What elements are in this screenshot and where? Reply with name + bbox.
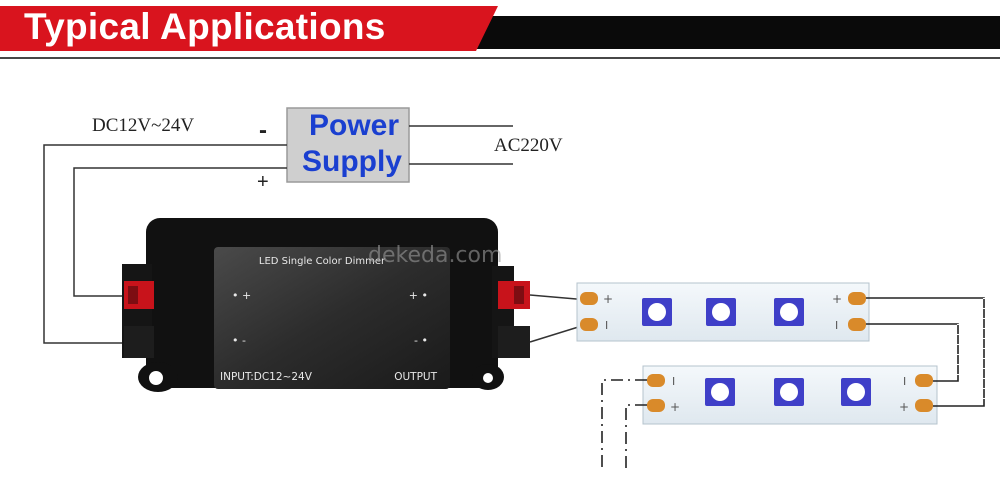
led-strip-1: + I + I: [576, 282, 870, 342]
output-terminal-minus: [498, 326, 530, 358]
strip2-pad-rb: [915, 399, 933, 412]
power-supply-box: [286, 107, 410, 183]
header-title: Typical Applications: [24, 6, 386, 47]
strip-interconnect-wires: [601, 297, 985, 470]
strip1-pad-lt: [580, 292, 598, 305]
input-terminal-minus: [124, 326, 154, 358]
wiring-diagram: Power Supply DC12V~24V AC220V - + LED Si…: [43, 107, 985, 470]
strip2-pad-rt: [915, 374, 933, 387]
dimmer-input-plus: • +: [232, 289, 251, 302]
strip1-pad-rb: [848, 318, 866, 331]
dimmer-title: LED Single Color Dimmer: [259, 256, 386, 267]
mount-hole-right: [483, 373, 493, 383]
strip2-left-minus: I: [672, 375, 675, 388]
wire-continue-minus: [601, 379, 647, 470]
dimmer-output-label: OUTPUT: [394, 371, 437, 383]
strip2-led-1-lens: [711, 383, 729, 401]
wire-strip-minus-link: [866, 323, 959, 382]
strip2-left-plus: +: [670, 400, 680, 414]
header-banner: [0, 6, 1000, 59]
ac-voltage-label: AC220V: [494, 135, 563, 156]
mount-hole-left: [149, 371, 163, 385]
output-terminal-plus-slot: [514, 286, 524, 304]
wire-continue-plus: [625, 404, 647, 470]
wire-dc-plus: [73, 167, 287, 297]
strip1-left-minus: I: [605, 319, 608, 332]
dimmer-input-minus: • -: [232, 334, 246, 347]
power-supply-line1: Power: [309, 109, 399, 142]
strip2-led-2-lens: [780, 383, 798, 401]
wire-dc-minus: [43, 144, 287, 344]
strip1-led-2-lens: [712, 303, 730, 321]
strip1-left-plus: +: [603, 292, 613, 306]
section-header: Typical Applications: [0, 0, 1000, 62]
power-supply: Power Supply: [286, 107, 410, 183]
strip2-pad-lb: [647, 399, 665, 412]
strip1-right-plus: +: [832, 292, 842, 306]
dimmer-output-plus: + •: [409, 289, 428, 302]
strip2-right-minus: I: [903, 375, 906, 388]
led-strip-2: I + I +: [642, 365, 938, 425]
supply-plus-sign: +: [257, 171, 269, 193]
dimmer-controller: LED Single Color Dimmer • + • - + • - • …: [122, 218, 530, 392]
header-red-band: [0, 6, 498, 51]
strip1-led-3-lens: [780, 303, 798, 321]
wire-strip-plus-link: [866, 297, 985, 407]
strip2-led-3-lens: [847, 383, 865, 401]
strip2-right-plus: +: [899, 400, 909, 414]
strip1-pad-rt: [848, 292, 866, 305]
dimmer-screen: [214, 247, 450, 389]
dimmer-output-minus: - •: [414, 334, 428, 347]
strip2-pad-lt: [647, 374, 665, 387]
watermark: dekeda.com: [368, 243, 502, 268]
supply-minus-sign: -: [259, 117, 267, 144]
strip1-pad-lb: [580, 318, 598, 331]
strip1-led-1-lens: [648, 303, 666, 321]
power-supply-line2: Supply: [302, 145, 402, 178]
input-terminal-plus-slot: [128, 286, 138, 304]
dc-voltage-label: DC12V~24V: [92, 115, 194, 136]
supply-wires: [43, 125, 513, 344]
strip1-right-minus: I: [835, 319, 838, 332]
dimmer-input-label: INPUT:DC12~24V: [220, 371, 313, 383]
